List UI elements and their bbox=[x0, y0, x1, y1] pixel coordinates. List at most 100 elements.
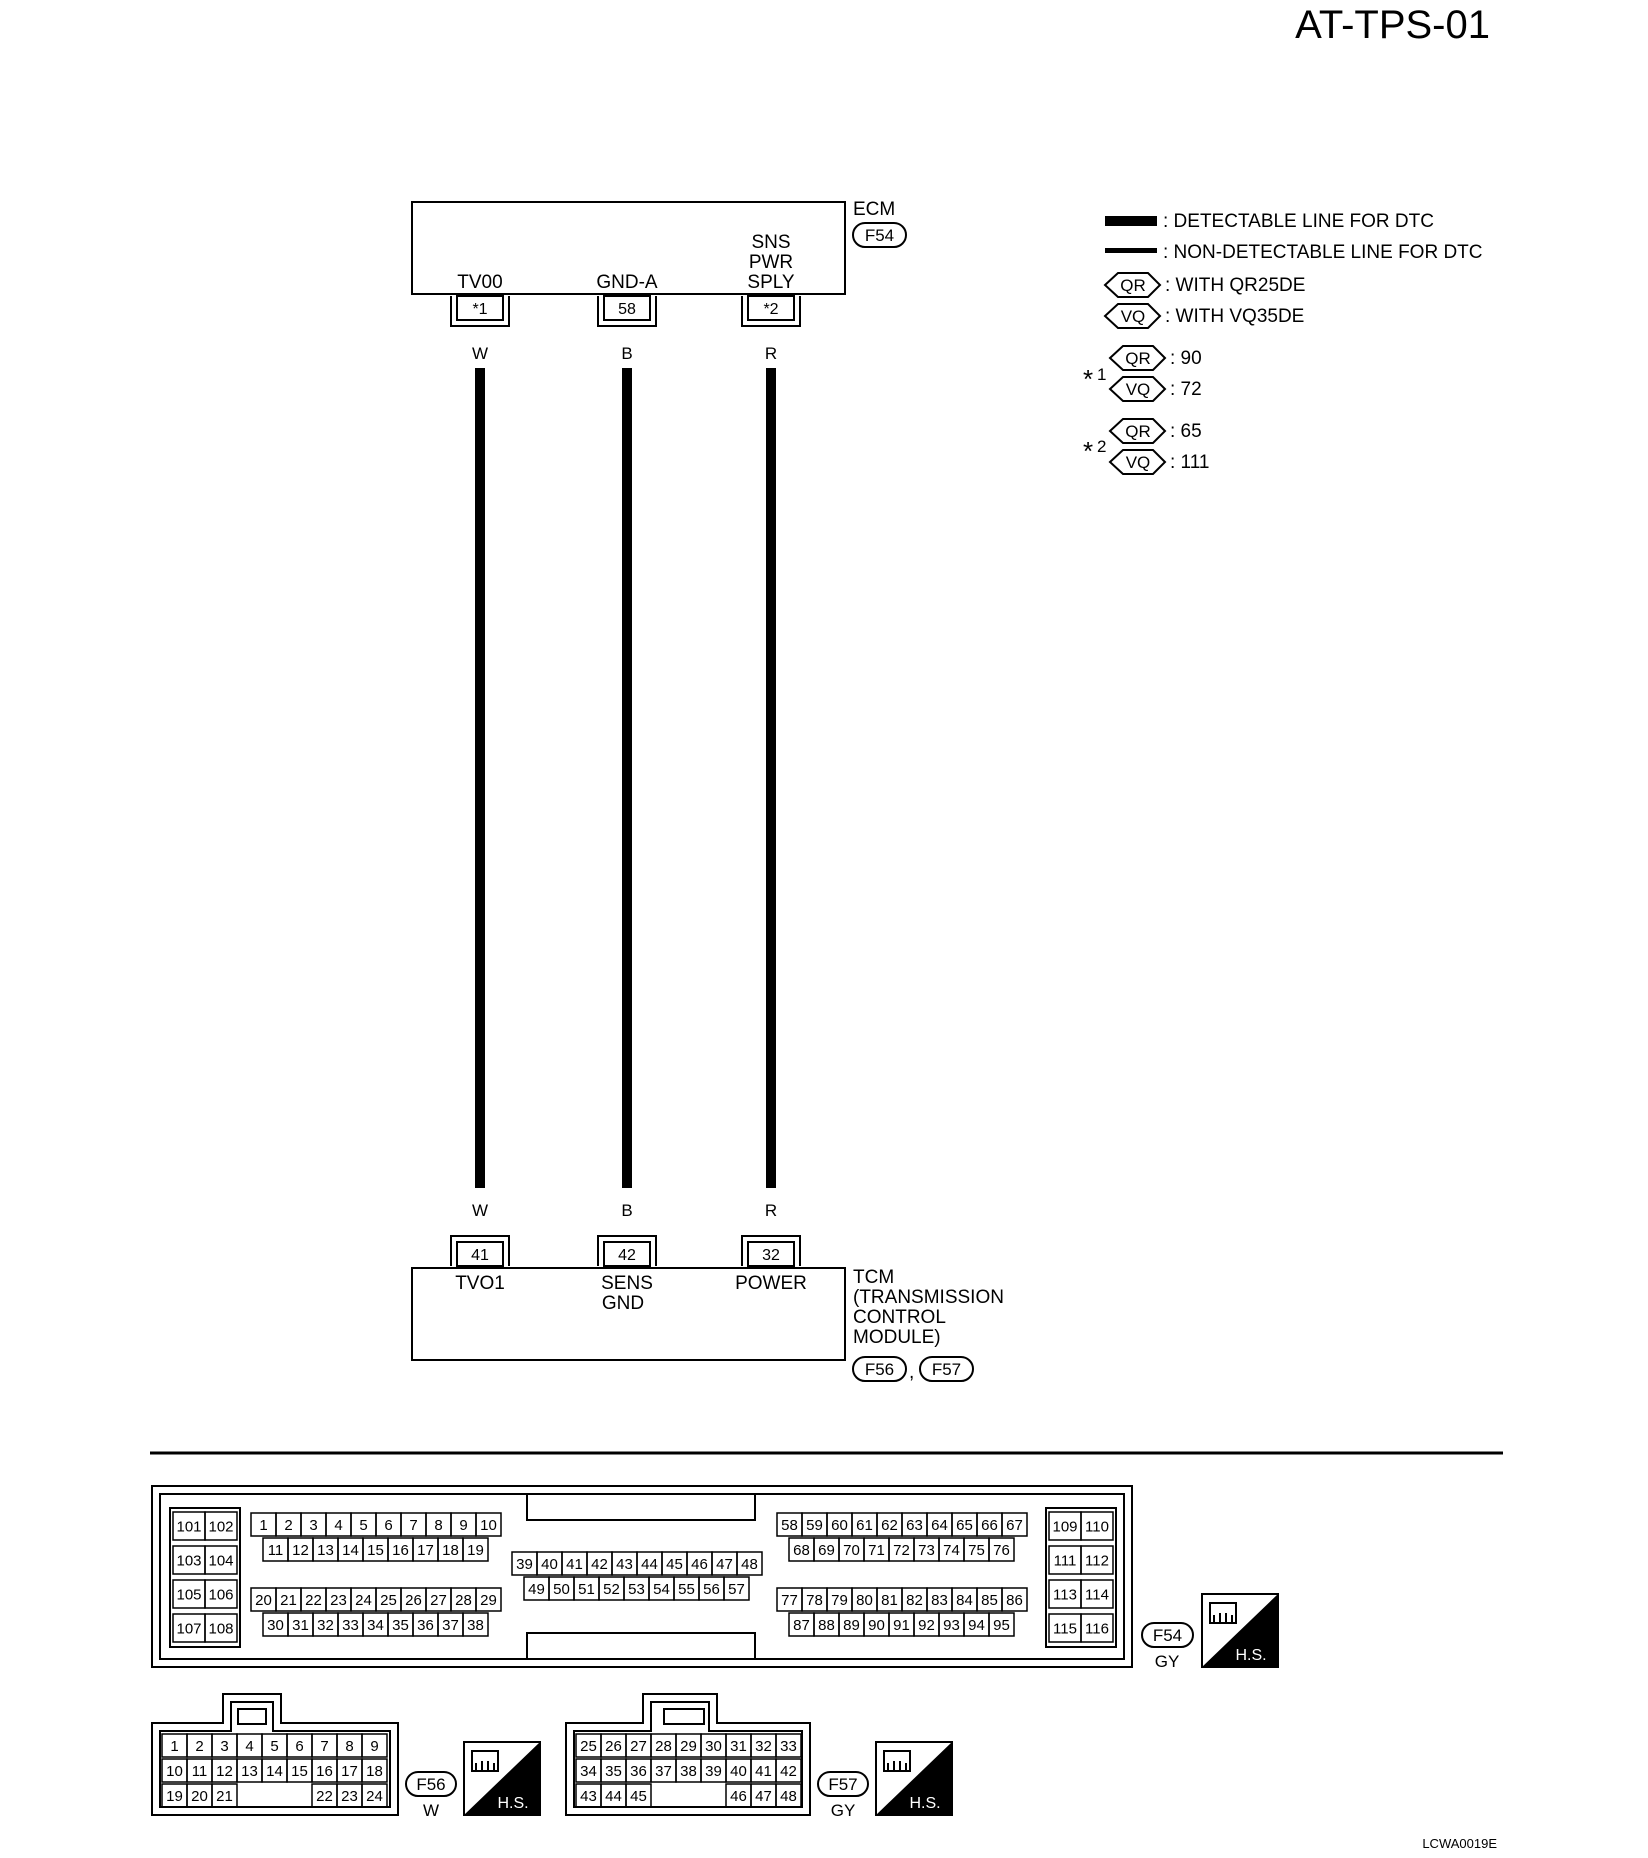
connector-pin: 15 bbox=[286, 1758, 313, 1783]
connector-pin-number: 31 bbox=[730, 1738, 747, 1755]
vq-badge: VQ bbox=[1108, 376, 1167, 402]
connector-pin-number: 26 bbox=[605, 1738, 622, 1755]
connector-pin: 22 bbox=[300, 1587, 327, 1612]
connector-pin: 16 bbox=[387, 1537, 414, 1562]
connector-pin-number: 102 bbox=[208, 1518, 233, 1535]
connector-pin-number: 20 bbox=[191, 1788, 208, 1805]
qr-badge-text: QR bbox=[1125, 349, 1151, 368]
connector-pin: 63 bbox=[901, 1512, 928, 1537]
connector-pin: 85 bbox=[976, 1587, 1003, 1612]
connector-pin-number: 27 bbox=[430, 1592, 447, 1609]
connector-pin: 23 bbox=[325, 1587, 352, 1612]
connector-pin: 86 bbox=[1001, 1587, 1028, 1612]
connector-pin-number: 53 bbox=[628, 1581, 645, 1598]
connector-pin: 34 bbox=[575, 1758, 602, 1783]
connector-pin: 47 bbox=[711, 1551, 738, 1576]
connector-pin-number: 4 bbox=[334, 1517, 342, 1534]
connector-pin-number: 83 bbox=[931, 1592, 948, 1609]
f57-harness-side-icon: H.S. bbox=[875, 1741, 953, 1816]
connector-pin: 19 bbox=[462, 1537, 489, 1562]
qr-badge: QR bbox=[1108, 418, 1167, 444]
connector-pin-number: 28 bbox=[655, 1738, 672, 1755]
connector-pin: 11 bbox=[262, 1537, 289, 1562]
connector-pin-number: 28 bbox=[455, 1592, 472, 1609]
connector-pin: 24 bbox=[361, 1783, 388, 1808]
connector-pin: 76 bbox=[988, 1537, 1015, 1562]
connector-pin-number: 81 bbox=[881, 1592, 898, 1609]
connector-pin-number: 38 bbox=[680, 1763, 697, 1780]
connector-pin: 35 bbox=[387, 1612, 414, 1637]
connector-pin-number: 87 bbox=[793, 1617, 810, 1634]
connector-pin-number: 61 bbox=[856, 1517, 873, 1534]
connector-pin: 53 bbox=[623, 1576, 650, 1601]
connector-pin: 68 bbox=[788, 1537, 815, 1562]
connector-pin: 32 bbox=[750, 1733, 777, 1758]
connector-pin-number: 82 bbox=[906, 1592, 923, 1609]
connector-pin: 59 bbox=[801, 1512, 828, 1537]
connector-pin-number: 54 bbox=[653, 1581, 670, 1598]
connector-pin: 50 bbox=[548, 1576, 575, 1601]
connector-pin: 9 bbox=[361, 1733, 388, 1758]
connector-pin: 28 bbox=[650, 1733, 677, 1758]
connector-pin-number: 113 bbox=[1053, 1586, 1077, 1603]
connector-pin-number: 17 bbox=[341, 1763, 358, 1780]
connector-pin-number: 35 bbox=[605, 1763, 622, 1780]
connector-pin-number: 6 bbox=[384, 1517, 392, 1534]
detectable-line-swatch bbox=[1105, 216, 1157, 226]
connector-pin-number: 7 bbox=[320, 1738, 328, 1755]
connector-pin-number: 16 bbox=[392, 1542, 409, 1559]
connector-pin-number: 27 bbox=[630, 1738, 647, 1755]
connector-pin-number: 22 bbox=[316, 1788, 333, 1805]
connector-pin: 10 bbox=[161, 1758, 188, 1783]
connector-pin: 74 bbox=[938, 1537, 965, 1562]
connector-pin: 5 bbox=[350, 1512, 377, 1537]
ecm-pin: 58 bbox=[597, 295, 657, 327]
connector-pin-number: 36 bbox=[630, 1763, 647, 1780]
connector-pin: 57 bbox=[723, 1576, 750, 1601]
connector-pin-number: 69 bbox=[818, 1542, 835, 1559]
connector-pin: 110 bbox=[1080, 1511, 1114, 1541]
connector-pin: 62 bbox=[876, 1512, 903, 1537]
connector-pin: 27 bbox=[625, 1733, 652, 1758]
connector-pin: 8 bbox=[336, 1733, 363, 1758]
f54-id: F54 bbox=[1153, 1626, 1182, 1645]
connector-pin: 18 bbox=[437, 1537, 464, 1562]
connector-pin: 16 bbox=[311, 1758, 338, 1783]
connector-pin-number: 110 bbox=[1085, 1518, 1109, 1535]
f54-harness-side-icon: H.S. bbox=[1201, 1593, 1279, 1668]
connector-pin-number: 47 bbox=[755, 1788, 772, 1805]
qr-badge-text: QR bbox=[1125, 422, 1151, 441]
connector-pin-number: 1 bbox=[259, 1517, 267, 1534]
connector-pin: 1 bbox=[250, 1512, 277, 1537]
connector-pin-number: 9 bbox=[370, 1738, 378, 1755]
tcm-pin-label: 41 bbox=[471, 1247, 489, 1264]
connector-pin-number: 39 bbox=[516, 1556, 533, 1573]
connector-pin-number: 112 bbox=[1085, 1552, 1109, 1569]
qr-badge-text: QR bbox=[1120, 276, 1146, 295]
connector-pin: 106 bbox=[204, 1579, 238, 1609]
connector-pin: 38 bbox=[462, 1612, 489, 1637]
tcm-pin: 32 bbox=[741, 1235, 801, 1267]
connector-pin: 29 bbox=[475, 1587, 502, 1612]
legend-detectable-text: : DETECTABLE LINE FOR DTC bbox=[1163, 211, 1434, 232]
connector-pin-number: 115 bbox=[1053, 1620, 1077, 1637]
connector-pin-number: 111 bbox=[1054, 1552, 1077, 1569]
connector-pin: 14 bbox=[337, 1537, 364, 1562]
connector-pin: 90 bbox=[863, 1612, 890, 1637]
connector-pin-number: 67 bbox=[1006, 1517, 1023, 1534]
connector-pin: 114 bbox=[1080, 1579, 1114, 1609]
connector-pin-number: 60 bbox=[831, 1517, 848, 1534]
note-star: * bbox=[1083, 436, 1093, 466]
connector-pin-number: 107 bbox=[176, 1620, 201, 1637]
connector-pin-number: 16 bbox=[316, 1763, 333, 1780]
connector-pin-number: 36 bbox=[417, 1617, 434, 1634]
connector-pin: 37 bbox=[650, 1758, 677, 1783]
tcm-terminal-label: SENS bbox=[601, 1273, 653, 1294]
connector-pin: 51 bbox=[573, 1576, 600, 1601]
connector-pin-number: 2 bbox=[284, 1517, 292, 1534]
tcm-name: (TRANSMISSION bbox=[853, 1287, 1004, 1308]
connector-pin-number: 64 bbox=[931, 1517, 948, 1534]
connector-pin-number: 23 bbox=[330, 1592, 347, 1609]
